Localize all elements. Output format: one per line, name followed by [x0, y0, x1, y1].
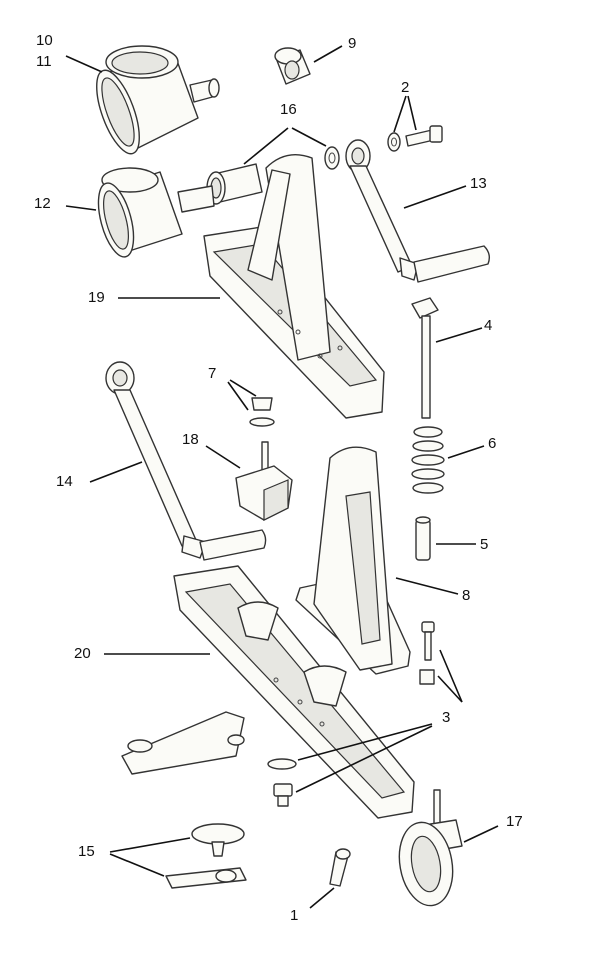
part-5-pin: [415, 516, 431, 561]
leader-15b: [109, 853, 165, 877]
leader-14: [89, 461, 143, 483]
leader-2b: [407, 95, 417, 131]
part-6-spring: [411, 426, 445, 494]
callout-8: 8: [462, 587, 471, 604]
part-18-knob: [235, 441, 293, 521]
leader-8: [395, 577, 459, 595]
part-8-upright: [295, 446, 411, 675]
leader-17: [463, 825, 499, 843]
leader-16a: [243, 127, 289, 165]
part-19-upper-stand: [203, 154, 385, 419]
part-9-bushing: [274, 47, 311, 85]
part-10-11-cylinder: [96, 45, 220, 155]
leader-3c: [297, 723, 433, 761]
part-14-crank: [105, 361, 267, 561]
part-3-fasteners: [267, 621, 435, 807]
leader-10-11: [65, 55, 103, 73]
part-17-caster: [398, 789, 463, 907]
callout-14: 14: [56, 473, 73, 490]
callout-9: 9: [348, 35, 357, 52]
callout-16: 16: [280, 101, 297, 118]
callout-6: 6: [488, 435, 497, 452]
part-13-crank: [345, 139, 491, 283]
leader-18: [205, 445, 241, 469]
part-12-cylinder: [97, 167, 215, 258]
leader-15a: [109, 837, 191, 853]
callout-19: 19: [88, 289, 105, 306]
callout-12: 12: [34, 195, 51, 212]
leader-3b: [437, 675, 463, 703]
leader-2a: [393, 95, 407, 133]
callout-15: 15: [78, 843, 95, 860]
callout-5: 5: [480, 536, 489, 553]
callout-18: 18: [182, 431, 199, 448]
leader-6: [447, 445, 485, 459]
leader-7a: [227, 381, 249, 411]
leader-16b: [291, 127, 327, 147]
leader-1: [309, 887, 335, 909]
callout-11: 11: [36, 53, 52, 70]
callout-2: 2: [401, 79, 410, 96]
part-20-base: [173, 565, 415, 819]
part-7-nut-washer: [249, 397, 275, 427]
part-1-pin: [329, 848, 351, 887]
leader-3a: [439, 649, 463, 703]
leader-4: [435, 327, 483, 343]
leader-lines: [65, 45, 499, 909]
callout-20: 20: [74, 645, 91, 662]
callout-1: 1: [290, 907, 299, 924]
part-bracket: [121, 711, 245, 775]
callout-10: 10: [36, 32, 53, 49]
part-4-rod: [411, 297, 439, 419]
leader-12: [65, 205, 97, 211]
leader-7b: [229, 379, 257, 397]
leader-9: [313, 45, 343, 63]
callout-17: 17: [506, 813, 523, 830]
part-2-screw-washer: [387, 125, 443, 152]
callout-7: 7: [208, 365, 217, 382]
callout-13: 13: [470, 175, 487, 192]
leader-3d: [295, 725, 433, 793]
callout-3: 3: [442, 709, 451, 726]
callout-4: 4: [484, 317, 493, 334]
leader-13: [403, 185, 467, 209]
part-15-clip: [165, 823, 247, 889]
